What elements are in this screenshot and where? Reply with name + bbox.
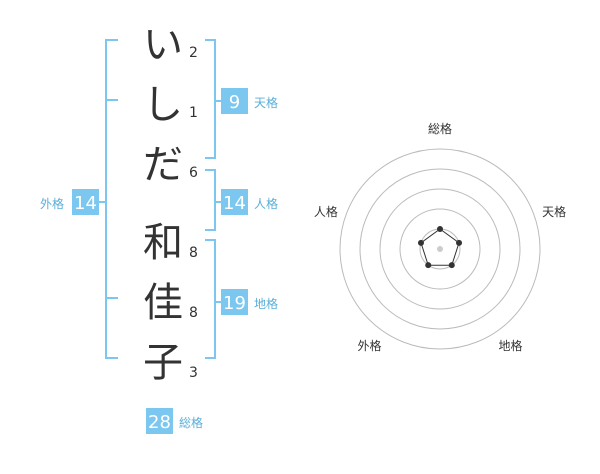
radar-point-5 [417, 239, 424, 246]
chikaku-value: 19 [223, 293, 246, 314]
chikaku-bracket [205, 239, 216, 359]
radar-axis-label-3: 地格 [498, 338, 522, 353]
stroke-count-3: 6 [189, 165, 198, 181]
chikaku-badge [221, 289, 248, 315]
radar-ring-2 [399, 208, 481, 290]
stroke-count-5: 8 [189, 305, 198, 321]
radar-axis-label-1: 総格 [428, 121, 452, 136]
tenkaku-bracket [205, 39, 216, 159]
jinkaku-value: 14 [223, 193, 246, 214]
gaikaku-value: 14 [74, 193, 97, 214]
jinkaku-badge [221, 189, 248, 215]
radar-rings [339, 148, 541, 350]
jinkaku-bracket [205, 169, 216, 231]
radar-axis-label-5: 人格 [314, 204, 338, 219]
radar-plot [417, 226, 463, 269]
radar-polygon [420, 228, 460, 266]
radar-axis-label-4: 外格 [357, 338, 381, 353]
soukaku-label: 総格 [179, 415, 203, 430]
name-char-2: し [143, 82, 183, 128]
stroke-count-6: 3 [189, 365, 198, 381]
stroke-count-2: 1 [189, 105, 198, 121]
gaikaku-badge [72, 189, 99, 215]
gaikaku-label: 外格 [40, 196, 64, 211]
radar-ring-3 [379, 188, 501, 310]
jinkaku-label: 人格 [254, 196, 278, 211]
radar-axis-label-2: 天格 [542, 204, 566, 219]
name-char-1: い [143, 22, 183, 68]
tenkaku-badge [221, 88, 248, 114]
name-char-5: 佳 [143, 280, 183, 326]
stroke-count-1: 2 [189, 45, 198, 61]
radar-center [437, 246, 443, 252]
chikaku-label: 地格 [254, 296, 278, 311]
radar-ring-4 [359, 168, 521, 330]
radar-point-4 [425, 262, 432, 269]
tenkaku-value: 9 [229, 92, 240, 113]
name-char-3: だ [143, 142, 183, 188]
radar-point-3 [448, 262, 455, 269]
radar-point-2 [456, 239, 463, 246]
name-panel: い 2 し 1 だ 6 和 8 佳 8 子 3 9 天格 14 人格 19 地格… [40, 22, 278, 434]
name-char-4: 和 [143, 220, 183, 266]
name-char-6: 子 [143, 340, 183, 386]
radar-ring-5 [339, 148, 541, 350]
gaikaku-bracket [105, 39, 118, 359]
radar-point-1 [437, 226, 443, 232]
soukaku-value: 28 [148, 412, 171, 433]
stroke-count-4: 8 [189, 245, 198, 261]
tenkaku-label: 天格 [254, 95, 278, 110]
soukaku-badge [146, 408, 173, 434]
